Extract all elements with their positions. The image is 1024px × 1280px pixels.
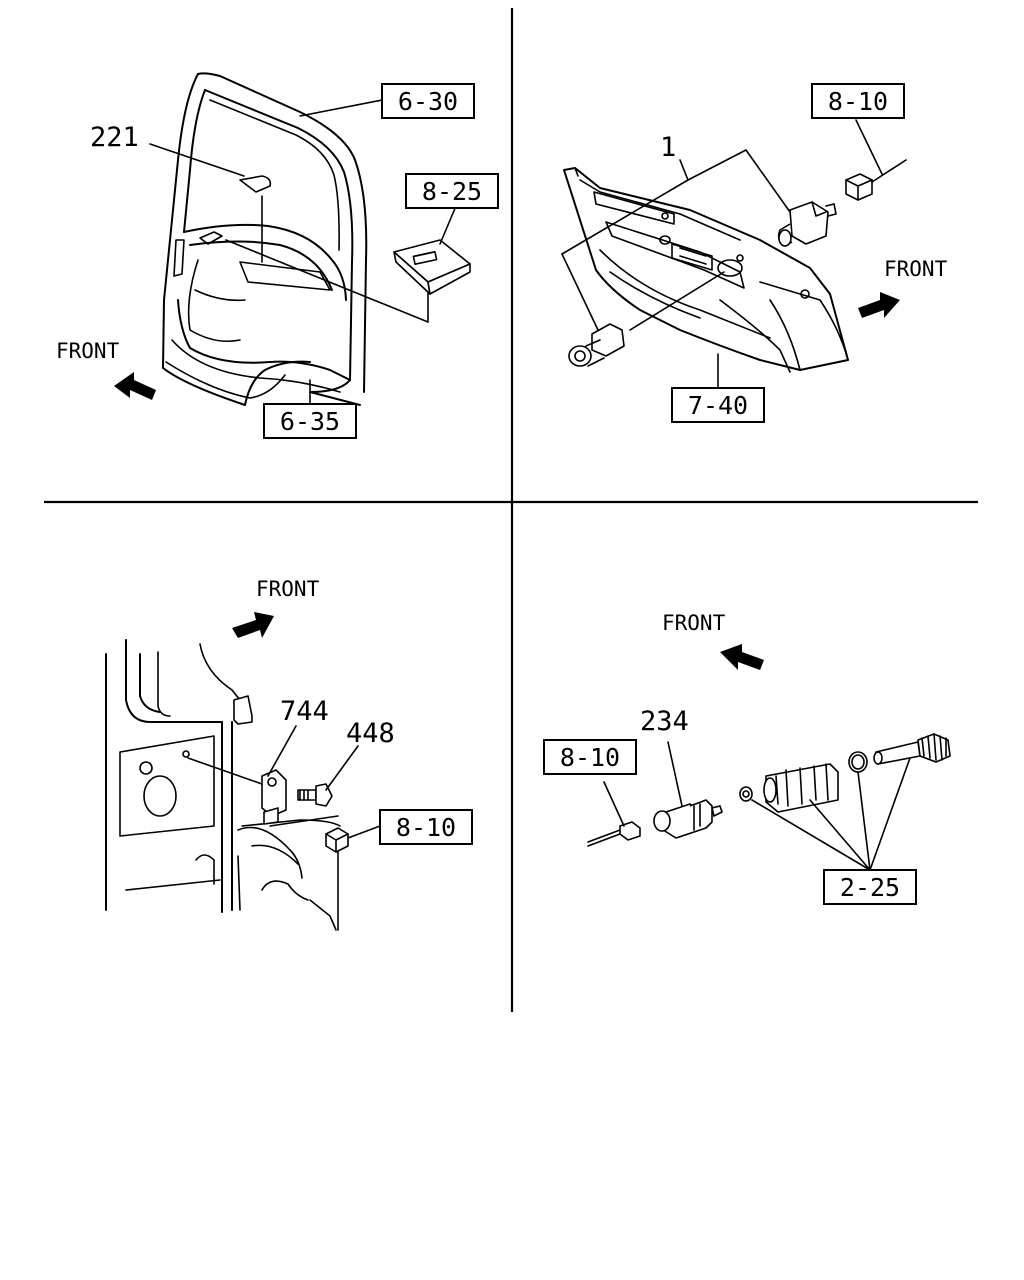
- front-label: FRONT: [56, 339, 120, 363]
- ref-box-8-25: 8-25: [405, 173, 499, 209]
- front-indicator: FRONT: [858, 257, 948, 318]
- sleeve-part: [763, 763, 839, 813]
- front-label: FRONT: [662, 611, 726, 635]
- ref-box-label: 7-40: [688, 391, 748, 420]
- ref-box-label: 8-10: [560, 743, 620, 772]
- dash-switch-part: [777, 201, 837, 247]
- o-ring-part: [848, 751, 868, 773]
- part-number-234: 234: [640, 706, 689, 737]
- part-number-744: 744: [280, 696, 329, 727]
- connector-part: [845, 159, 907, 201]
- bolt-part-448: [297, 783, 333, 807]
- part-number-1: 1: [660, 132, 676, 163]
- ref-box-label: 8-10: [828, 87, 888, 116]
- harness-connector-part: [587, 821, 641, 847]
- cab-frame-drawing: [105, 639, 341, 931]
- quadrant-dividers: [44, 8, 978, 1012]
- sensor-part-744: [187, 757, 287, 825]
- ref-box-8-10: 8-10: [379, 809, 473, 845]
- dash-panel-drawing: [563, 167, 849, 373]
- front-arrow-icon: [232, 612, 274, 638]
- ref-box-7-40: 7-40: [671, 387, 765, 423]
- ref-box-8-10: 8-10: [543, 739, 637, 775]
- front-arrow-icon: [858, 292, 900, 318]
- part-number-221: 221: [90, 122, 139, 153]
- dash-knob-part: [568, 323, 625, 367]
- sensor-part-234: [653, 799, 723, 839]
- cab-sensor-quadrant: 744 448 8-10 FRONT: [105, 577, 473, 931]
- ref-box-label: 2-25: [840, 873, 900, 902]
- ref-box-label: 6-35: [280, 407, 340, 436]
- part-number-448: 448: [346, 718, 395, 749]
- front-arrow-icon: [720, 644, 764, 670]
- ref-box-6-30: 6-30: [381, 83, 475, 119]
- connector-part: [325, 827, 349, 853]
- door-quadrant: 221 6-30 8-25 6-35 FRONT: [56, 72, 499, 439]
- seal-part: [739, 786, 753, 802]
- speed-sensor-quadrant: 234 8-10 2-25 FRONT: [543, 611, 951, 905]
- ref-box-6-35: 6-35: [263, 403, 357, 439]
- power-window-switch-panel: [393, 239, 471, 295]
- driven-gear-part: [873, 733, 951, 765]
- ref-box-label: 6-30: [398, 87, 458, 116]
- front-indicator: FRONT: [232, 577, 320, 638]
- door-drawing: [162, 72, 368, 406]
- dash-panel-quadrant: 1 8-10 7-40 FRONT: [561, 83, 948, 423]
- front-label: FRONT: [256, 577, 320, 601]
- front-label: FRONT: [884, 257, 948, 281]
- ref-box-8-10: 8-10: [811, 83, 905, 119]
- front-arrow-icon: [114, 372, 156, 400]
- ref-box-label: 8-25: [422, 177, 482, 206]
- ref-box-2-25: 2-25: [823, 869, 917, 905]
- ref-box-label: 8-10: [396, 813, 456, 842]
- front-indicator: FRONT: [662, 611, 764, 670]
- front-indicator: FRONT: [56, 339, 156, 400]
